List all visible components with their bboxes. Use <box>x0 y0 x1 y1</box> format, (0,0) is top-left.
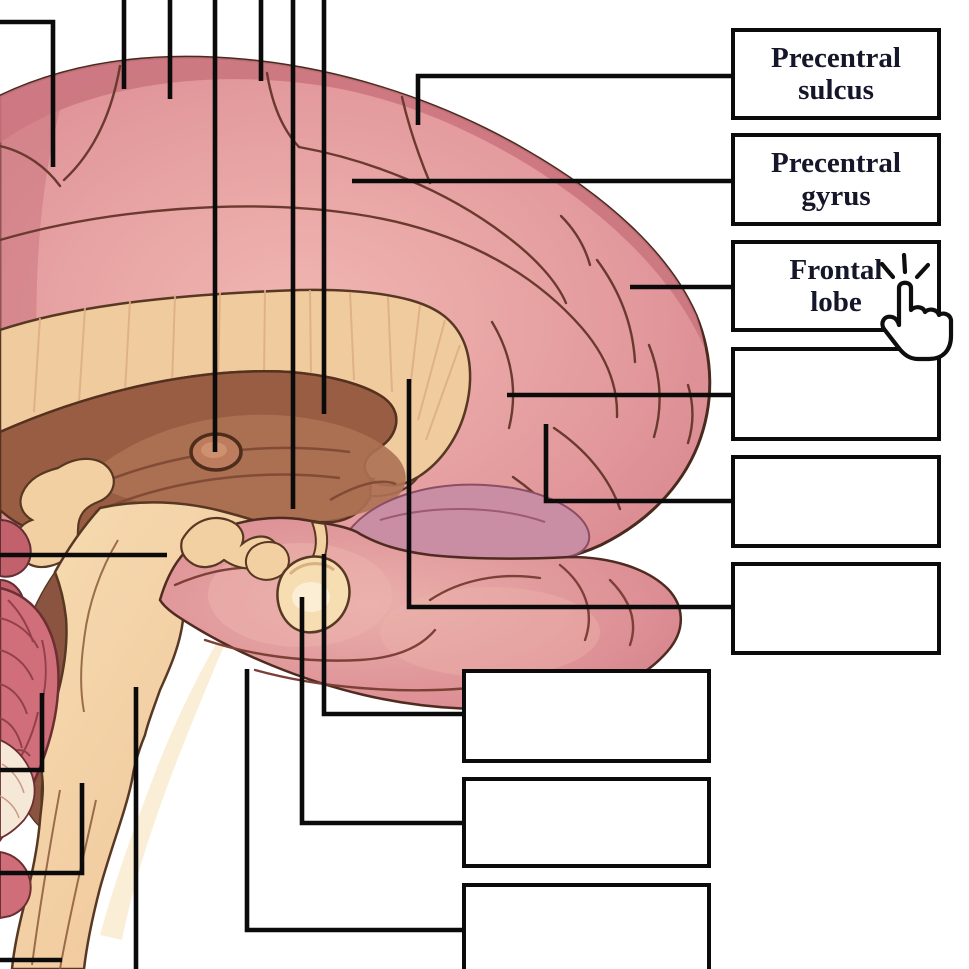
optic-chiasm <box>244 541 290 581</box>
arbor-vitae <box>0 739 36 839</box>
label-box-precentral-gyrus[interactable]: Precentral gyrus <box>731 133 941 226</box>
cortex-rim <box>0 57 705 349</box>
label-box-blank-3[interactable] <box>731 562 941 655</box>
leader-blank-6 <box>244 669 464 933</box>
label-box-blank-5[interactable] <box>462 777 711 868</box>
label-text: Frontal lobe <box>789 253 883 318</box>
leader-blank-2 <box>543 424 733 504</box>
leader-left-3 <box>0 693 45 773</box>
leader-precentral-sulcus <box>415 73 733 125</box>
thalamus-region <box>0 370 406 560</box>
leader-blank-3 <box>406 379 733 610</box>
label-box-blank-1[interactable] <box>731 347 941 441</box>
cerebellum <box>0 586 60 920</box>
label-text: Precentral gyrus <box>771 147 901 212</box>
label-text: Precentral sulcus <box>771 41 901 106</box>
leader-blank-5 <box>299 597 464 826</box>
pituitary <box>244 520 351 634</box>
label-box-blank-4[interactable] <box>462 669 711 763</box>
leader-left-1 <box>0 19 56 167</box>
label-box-blank-6[interactable] <box>462 883 711 969</box>
label-box-frontal-lobe[interactable]: Frontal lobe <box>731 240 941 332</box>
colliculus-bump <box>0 518 32 578</box>
leader-lines <box>0 0 733 969</box>
leader-left-4 <box>0 783 85 876</box>
leader-blank-4 <box>321 554 464 717</box>
label-box-blank-2[interactable] <box>731 455 941 548</box>
label-box-precentral-sulcus[interactable]: Precentral sulcus <box>731 28 941 120</box>
cerebellar-tonsil <box>0 850 32 920</box>
